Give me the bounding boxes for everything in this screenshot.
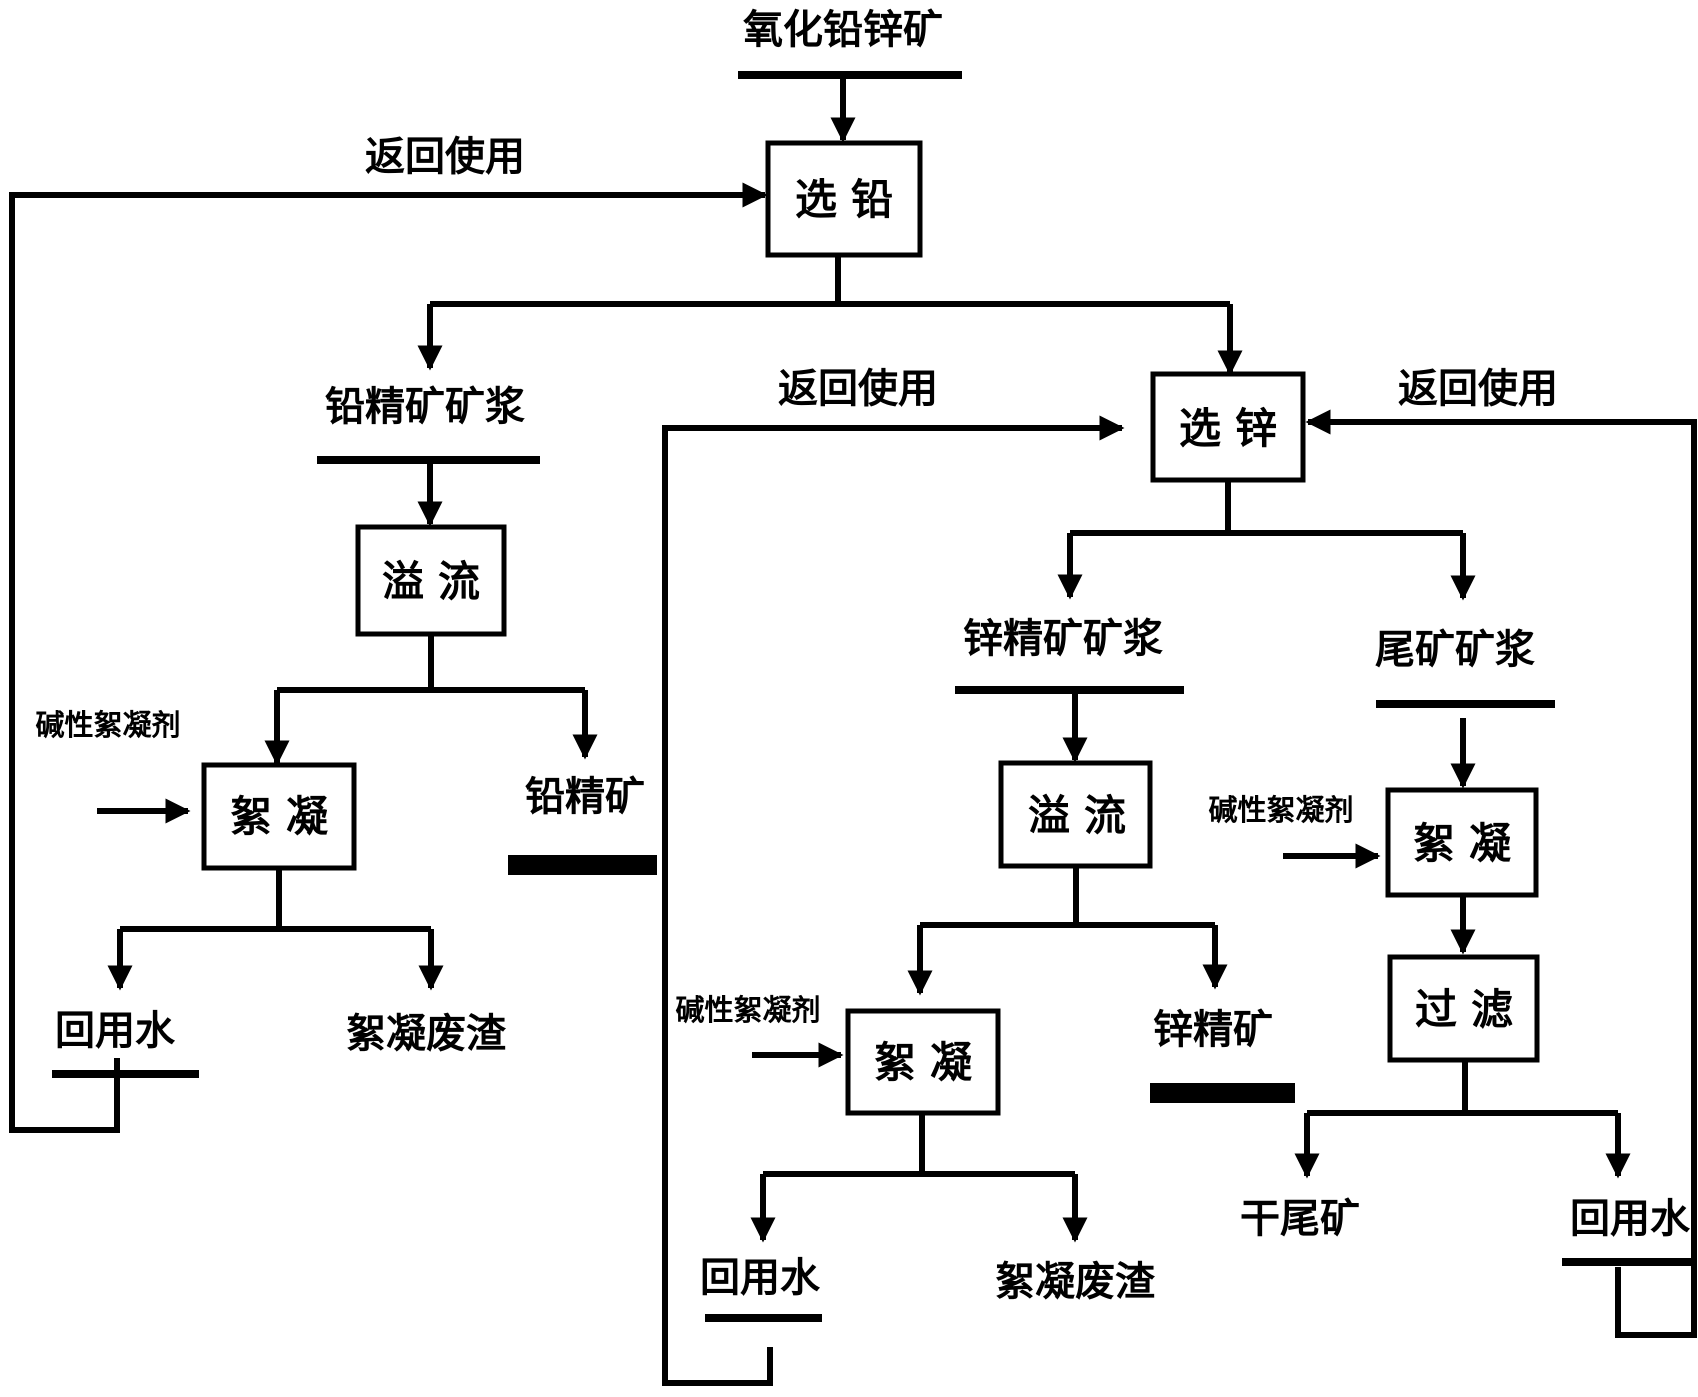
zinc-flocculation-box [845, 1008, 1001, 1116]
zinc-overflow-box [998, 760, 1153, 869]
zinc-concentrate-slurry-label: 锌精矿矿浆 [963, 616, 1163, 662]
zinc-recycled-water-label: 回用水 [700, 1255, 821, 1301]
lead-concentrate-label: 铅精矿 [525, 774, 645, 820]
flocculant-label-3: 碱性絮凝剂 [1208, 793, 1353, 827]
zinc-floc-residue-label: 絮凝废渣 [995, 1259, 1156, 1305]
tailings-slurry-label: 尾矿矿浆 [1375, 627, 1535, 673]
flocculant-label-1: 碱性絮凝剂 [35, 708, 180, 742]
tailings-recycled-water-label: 回用水 [1570, 1196, 1691, 1242]
lead-floc-residue-label: 絮凝废渣 [346, 1011, 507, 1057]
lead-flocculation-box [201, 762, 357, 871]
lead-flocculation-label: 絮凝 [230, 792, 342, 841]
return-to-lead-label: 返回使用 [365, 134, 525, 180]
zinc-flotation-label: 选锌 [1179, 404, 1291, 453]
ore-input-label: 氧化铅锌矿 [743, 7, 943, 53]
zinc-flocculation-label: 絮凝 [874, 1038, 986, 1087]
flocculant-label-2: 碱性絮凝剂 [675, 993, 820, 1027]
tailings-flocculation-label: 絮凝 [1413, 819, 1525, 868]
zinc-concentrate-label: 锌精矿 [1153, 1007, 1273, 1053]
dry-tailings-label: 干尾矿 [1240, 1196, 1360, 1242]
lead-flotation-label: 选铅 [795, 175, 907, 224]
return-loop-to-lead-flotation [9, 182, 768, 1133]
tailings-filter-box [1387, 954, 1540, 1063]
zinc-overflow-label: 溢流 [1028, 791, 1140, 840]
lead-flotation-box [765, 140, 923, 258]
tailings-filter-label: 过滤 [1415, 985, 1527, 1034]
lead-recycled-water-label: 回用水 [55, 1008, 176, 1054]
lead-overflow-label: 溢流 [382, 557, 494, 606]
zinc-flotation-box [1150, 371, 1306, 483]
return-to-zinc-left-label: 返回使用 [778, 366, 938, 412]
return-loop-to-zinc-right [1305, 409, 1697, 1338]
return-to-zinc-right-label: 返回使用 [1398, 366, 1558, 412]
lead-concentrate-slurry-label: 铅精矿矿浆 [325, 384, 525, 430]
return-loop-to-zinc-left [662, 415, 1125, 1386]
